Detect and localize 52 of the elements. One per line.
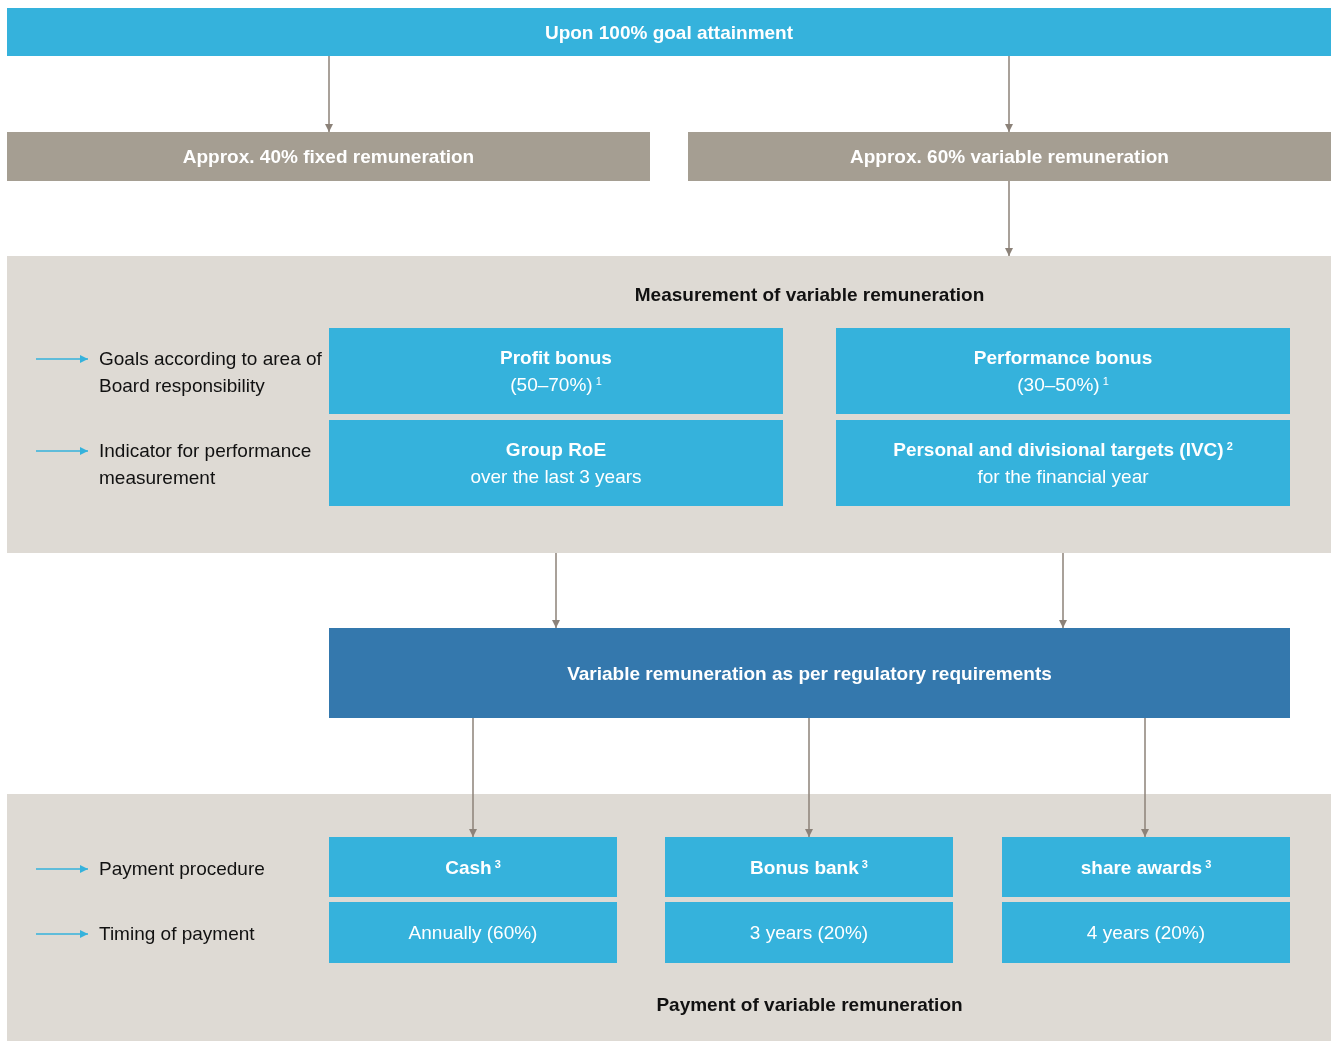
indicator-box: [836, 420, 1290, 506]
category-bar: [688, 132, 1331, 181]
box-heading: Cash$^{3}$: [445, 855, 501, 880]
section-heading: Payment of variable remuneration: [655, 994, 964, 1016]
arrow: [1005, 55, 1013, 133]
section-heading: Measurement of variable remuneration: [633, 284, 986, 306]
payment-box: [329, 837, 617, 897]
payment-box: [1002, 837, 1290, 897]
bonus-box: [329, 328, 783, 414]
arrow: [35, 865, 89, 873]
arrow: [1141, 717, 1149, 838]
arrow: [35, 447, 89, 455]
arrow: [1005, 180, 1013, 257]
row-label: Goals according to area of Board responsibility: [99, 345, 327, 401]
box-subtext: (30–50%)$^{1}$: [1017, 373, 1109, 397]
arrow: [805, 717, 813, 838]
box-heading: share awards$^{3}$: [1080, 855, 1212, 880]
box-heading: Variable remuneration as per regulatory requirements: [567, 661, 1052, 686]
row-label: Payment procedure: [99, 855, 327, 883]
box-heading: Approx. 40% fixed remuneration: [182, 145, 475, 169]
box-subtext: (50–70%)$^{1}$: [510, 373, 602, 397]
result-box: [329, 628, 1290, 718]
box-subtext: over the last 3 years: [470, 465, 642, 489]
box-heading: Profit bonus: [500, 346, 612, 370]
timing-box: [665, 902, 953, 963]
box-heading: Annually (60%): [408, 921, 538, 945]
box-heading: Approx. 60% variable remuneration: [850, 145, 1169, 169]
category-bar: [7, 132, 650, 181]
box-heading: Personal and divisional targets (IVC)$^{2}$: [893, 438, 1233, 462]
timing-box: [1002, 902, 1290, 963]
box-heading: 3 years (20%): [749, 921, 869, 945]
box-subtext: for the financial year: [977, 465, 1149, 489]
arrow: [35, 930, 89, 938]
arrow: [1059, 552, 1067, 629]
row-label: Indicator for performance measurement: [99, 437, 327, 493]
timing-box: [329, 902, 617, 963]
section-panel: [7, 256, 1331, 553]
box-heading: Performance bonus: [973, 346, 1153, 370]
banner-bar: [7, 8, 1331, 56]
row-label: Timing of payment: [99, 920, 327, 948]
box-heading: Bonus bank$^{3}$: [750, 855, 868, 880]
box-heading: Upon 100% goal attainment: [544, 20, 794, 45]
arrow: [35, 355, 89, 363]
payment-box: [665, 837, 953, 897]
arrow: [552, 552, 560, 629]
indicator-box: [329, 420, 783, 506]
box-heading: Group RoE: [505, 438, 607, 462]
section-panel: [7, 794, 1331, 1041]
box-heading: 4 years (20%): [1086, 921, 1206, 945]
arrow: [469, 717, 477, 838]
arrow: [325, 55, 333, 133]
bonus-box: [836, 328, 1290, 414]
